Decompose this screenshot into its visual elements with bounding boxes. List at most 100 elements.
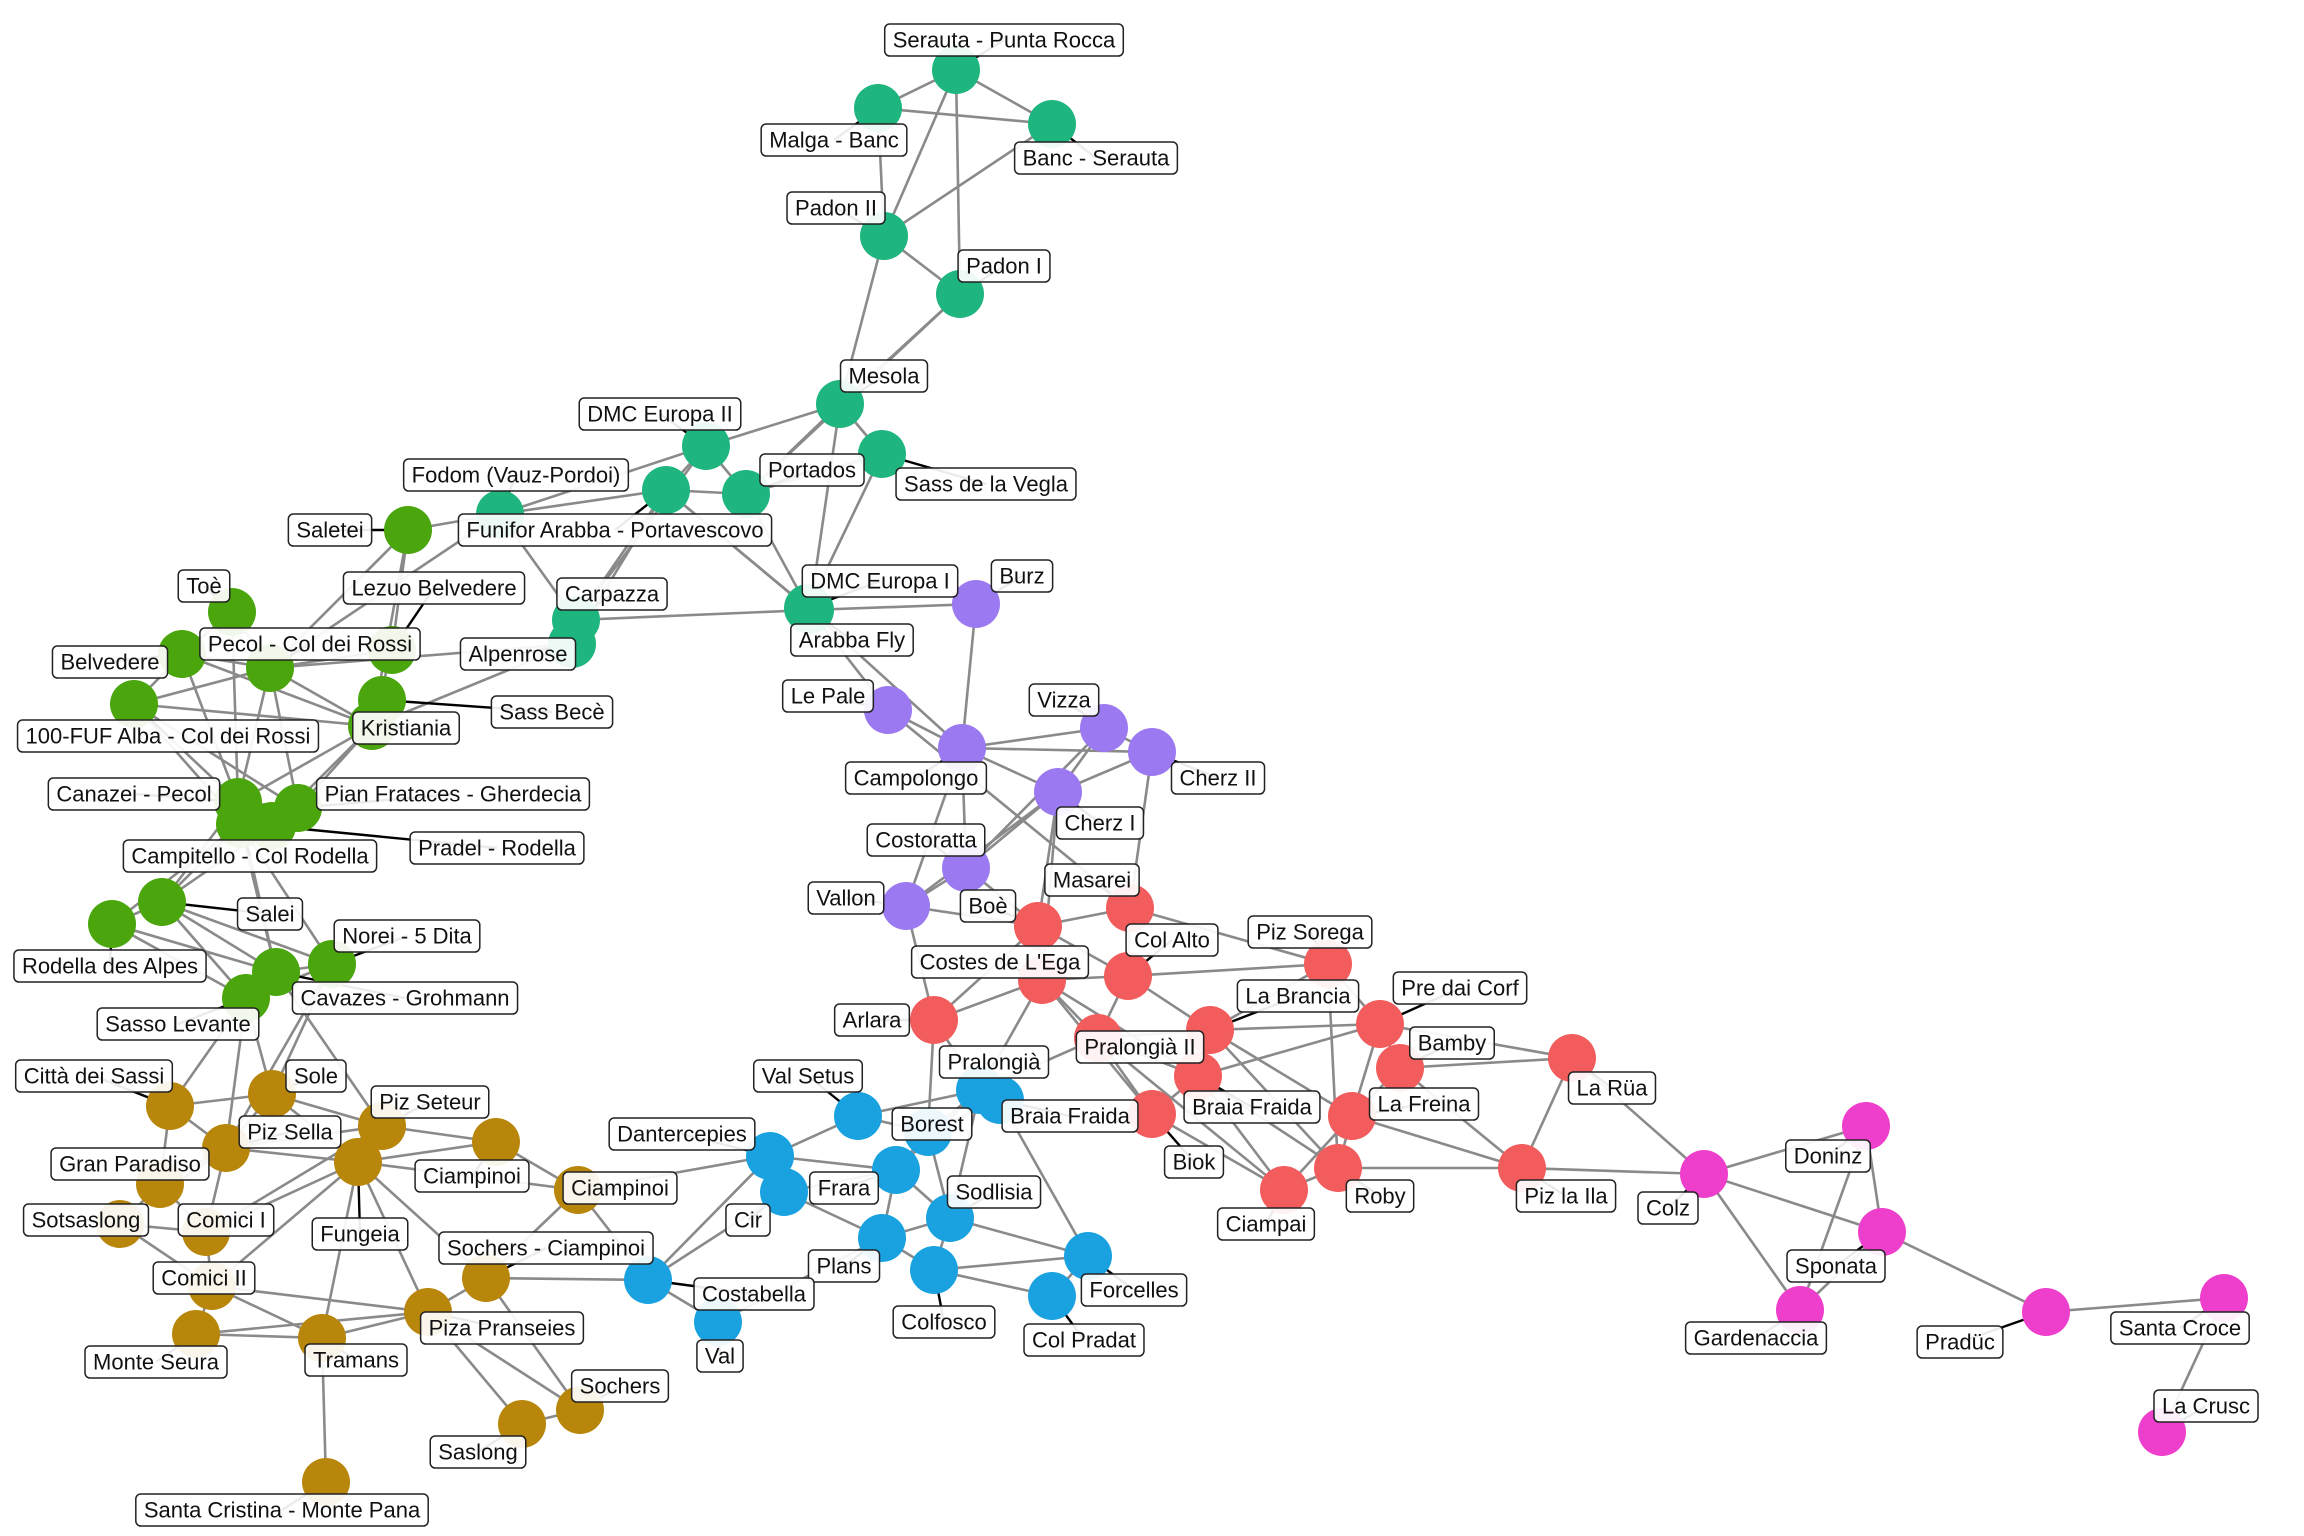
node-arabba_fly[interactable] xyxy=(786,586,834,634)
node-label: Sass Becè xyxy=(499,700,604,725)
node-label: Ciampai xyxy=(1226,1212,1307,1237)
label-la_crusc: La Crusc xyxy=(2153,1389,2259,1423)
label-santa_croce: Santa Croce xyxy=(2110,1311,2250,1345)
node-biok[interactable] xyxy=(1128,1090,1176,1138)
node-label: Pre dai Corf xyxy=(1401,976,1519,1001)
node-cherz1[interactable] xyxy=(1034,768,1082,816)
label-box xyxy=(1125,923,1219,957)
label-biok: Biok xyxy=(1163,1145,1225,1179)
node-cherz2[interactable] xyxy=(1128,728,1176,776)
node-frara[interactable] xyxy=(872,1146,920,1194)
node-sochers_ciamp[interactable] xyxy=(462,1254,510,1302)
label-box xyxy=(402,458,630,492)
label-box xyxy=(807,1249,881,1283)
node-label: Burz xyxy=(999,564,1044,589)
node-serauta[interactable] xyxy=(932,46,980,94)
node-piz_sorega[interactable] xyxy=(1304,940,1352,988)
edge-la_freina-piz_la_ila xyxy=(1351,1114,1523,1170)
label-doninz: Doninz xyxy=(1785,1139,1871,1173)
label-box xyxy=(1028,683,1100,717)
node-label: Doninz xyxy=(1794,1144,1862,1169)
label-col_alto: Col Alto xyxy=(1125,923,1219,957)
label-box xyxy=(1044,863,1140,897)
label-box xyxy=(1236,979,1360,1013)
node-fungeia[interactable] xyxy=(334,1138,382,1186)
node-boe[interactable] xyxy=(1014,902,1062,950)
label-sasso_levante: Sasso Levante xyxy=(96,1007,260,1041)
label-piz_seteur: Piz Seteur xyxy=(370,1085,490,1119)
label-costabella: Costabella xyxy=(693,1277,815,1311)
node-ciampai[interactable] xyxy=(1260,1166,1308,1214)
node-saletei[interactable] xyxy=(384,506,432,554)
node-banc_serauta[interactable] xyxy=(1028,100,1076,148)
label-saletei: Saletei xyxy=(287,513,373,547)
node-forcelles[interactable] xyxy=(1064,1232,1112,1280)
node-piz_sella[interactable] xyxy=(202,1124,250,1172)
node-portados[interactable] xyxy=(722,470,770,518)
node-le_pale[interactable] xyxy=(864,686,912,734)
node-praduc[interactable] xyxy=(2022,1288,2070,1336)
node-sole[interactable] xyxy=(248,1070,296,1118)
node-colfosco[interactable] xyxy=(910,1246,958,1294)
node-colz[interactable] xyxy=(1680,1150,1728,1198)
node-label: Gardenaccia xyxy=(1694,1326,1820,1351)
node-label: Borest xyxy=(900,1112,964,1137)
label-pecol_col: Pecol - Col dei Rossi xyxy=(199,627,421,661)
node-label: Piz la Ila xyxy=(1524,1184,1608,1209)
node-funifor[interactable] xyxy=(642,466,690,514)
label-box xyxy=(1013,141,1179,175)
node-campitello[interactable] xyxy=(216,800,264,848)
node-burz[interactable] xyxy=(952,580,1000,628)
label-box xyxy=(696,1339,744,1373)
node-label: Toè xyxy=(186,574,221,599)
label-val_setus: Val Setus xyxy=(752,1059,864,1093)
label-malga_banc: Malga - Banc xyxy=(760,123,908,157)
label-borest: Borest xyxy=(891,1107,973,1141)
node-rodella[interactable] xyxy=(88,900,136,948)
label-box xyxy=(238,1115,342,1149)
node-citta_sassi[interactable] xyxy=(146,1082,194,1130)
node-costabella[interactable] xyxy=(624,1256,672,1304)
node-label: Campolongo xyxy=(854,766,979,791)
label-box xyxy=(51,645,169,679)
node-label: Costabella xyxy=(702,1282,807,1307)
node-col_alto[interactable] xyxy=(1104,952,1152,1000)
node-arlara[interactable] xyxy=(910,996,958,1044)
node-sass_vegla[interactable] xyxy=(858,430,906,478)
node-la_rua[interactable] xyxy=(1548,1034,1596,1082)
node-campolongo[interactable] xyxy=(938,724,986,772)
label-saslong: Saslong xyxy=(429,1435,527,1469)
node-cir[interactable] xyxy=(760,1168,808,1216)
node-dmc2[interactable] xyxy=(682,422,730,470)
label-boe: Boè xyxy=(959,889,1017,923)
node-label: Braia Fraida xyxy=(1010,1104,1131,1129)
node-belvedere[interactable] xyxy=(158,630,206,678)
label-canazei: Canazei - Pecol xyxy=(47,777,221,811)
node-vallon[interactable] xyxy=(882,882,930,930)
node-malga_banc[interactable] xyxy=(854,84,902,132)
node-val_setus[interactable] xyxy=(834,1092,882,1140)
node-fuf[interactable] xyxy=(110,680,158,728)
node-dantercepies[interactable] xyxy=(746,1132,794,1180)
label-la_rua: La Rüa xyxy=(1567,1071,1657,1105)
label-box xyxy=(352,711,460,745)
node-braia_fraida2[interactable] xyxy=(1174,1052,1222,1100)
node-ciampinoi_a[interactable] xyxy=(472,1118,520,1166)
node-col_pradat[interactable] xyxy=(1028,1272,1076,1320)
node-santa_croce[interactable] xyxy=(2200,1274,2248,1322)
node-pre_dai_corf[interactable] xyxy=(1356,1000,1404,1048)
node-la_freina[interactable] xyxy=(1328,1092,1376,1140)
label-masarei: Masarei xyxy=(1044,863,1140,897)
node-sponata[interactable] xyxy=(1858,1208,1906,1256)
node-label: Padon I xyxy=(966,254,1042,279)
node-label: Piz Sella xyxy=(247,1120,333,1145)
node-label: Banc - Serauta xyxy=(1023,146,1171,171)
node-label: Carpazza xyxy=(565,582,660,607)
node-label: Campitello - Col Rodella xyxy=(131,844,369,869)
node-doninz[interactable] xyxy=(1842,1102,1890,1150)
label-box xyxy=(199,627,421,661)
label-box xyxy=(438,1231,654,1265)
node-salei[interactable] xyxy=(138,878,186,926)
label-box xyxy=(866,823,986,857)
